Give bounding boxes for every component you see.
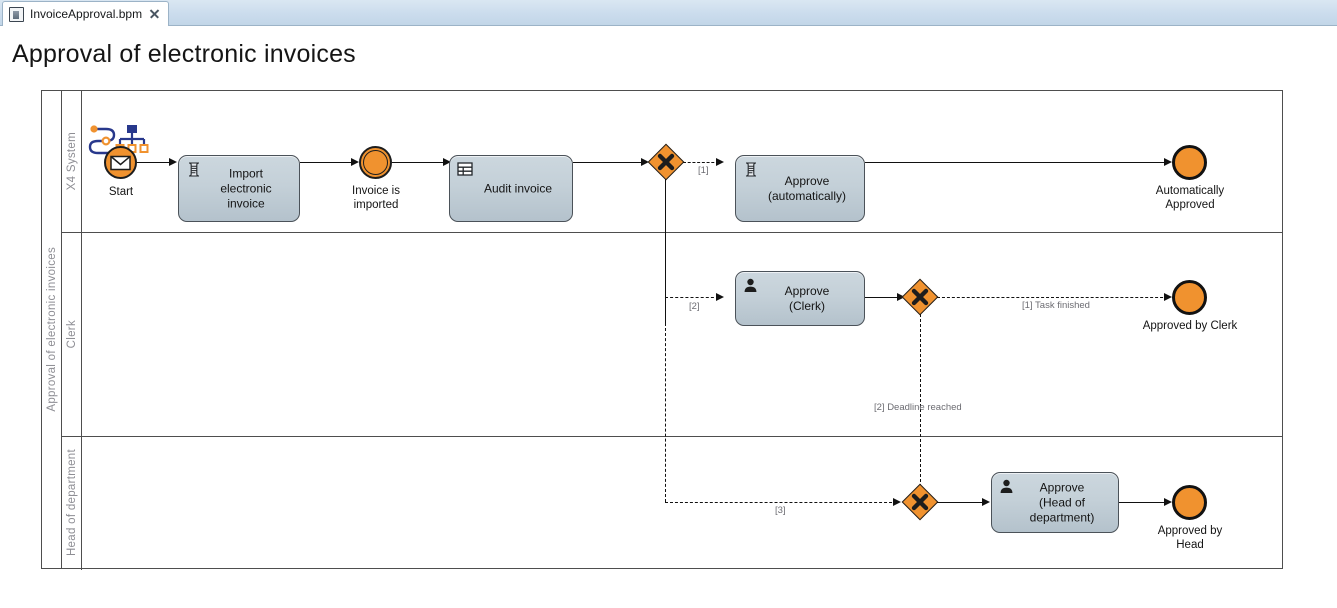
flow-invoice-imported-to-audit: [392, 162, 449, 164]
flow-branch-1: [683, 162, 719, 163]
task-label: Audit invoice: [483, 181, 553, 195]
task-label: Approve (automatically): [767, 173, 847, 203]
task-audit-invoice[interactable]: Audit invoice: [449, 155, 573, 222]
start-event-label: Start: [108, 186, 134, 198]
edge-label-branch-3: [3]: [775, 505, 786, 516]
end-event-label: Approved by Head: [1157, 525, 1223, 551]
flow-start-to-import: [137, 162, 171, 164]
task-approve-clerk[interactable]: Approve (Clerk): [735, 271, 865, 326]
edge-label-task-finished: [1] Task finished: [1022, 300, 1090, 311]
user-icon: [743, 278, 759, 293]
pool-header: Approval of electronic invoices: [42, 91, 62, 568]
script-icon: [743, 162, 759, 177]
task-label: Approve (Clerk): [784, 283, 830, 313]
exclusive-gateway-3[interactable]: [901, 483, 939, 521]
lane-label-head-of-department: Head of department: [65, 449, 78, 557]
lane-header-clerk: Clerk: [62, 232, 82, 436]
exclusive-gateway-2[interactable]: [901, 278, 939, 316]
arrowhead: [1164, 158, 1172, 166]
intermediate-event-label: Invoice is imported: [352, 185, 400, 211]
lane-separator-2: [62, 436, 1282, 437]
arrowhead: [169, 158, 177, 166]
flow-import-to-invoice-imported: [300, 162, 355, 164]
form-icon: [457, 162, 473, 177]
diagram-canvas[interactable]: Approval of electronic invoices Approval…: [0, 26, 1337, 608]
close-icon[interactable]: [148, 8, 160, 20]
arrowhead: [897, 293, 905, 301]
lane-separator-1: [62, 232, 1282, 233]
task-import-electronic-invoice[interactable]: Import electronic invoice: [178, 155, 300, 222]
arrowhead: [982, 498, 990, 506]
arrowhead: [716, 158, 724, 166]
task-approve-head-of-department[interactable]: Approve (Head of department): [991, 472, 1119, 533]
task-approve-automatically[interactable]: Approve (automatically): [735, 155, 865, 222]
edge-label-branch-1: [1]: [698, 165, 709, 176]
flow-gateway-1-trunk-lower: [665, 323, 666, 502]
event-inner-ring: [363, 150, 388, 175]
flow-gateway-1-trunk: [665, 179, 667, 323]
script-icon: [186, 162, 202, 177]
arrowhead: [716, 293, 724, 301]
arrowhead: [641, 158, 649, 166]
flow-gateway-3-to-approve-head: [937, 502, 985, 504]
pool-label: Approval of electronic invoices: [45, 247, 58, 412]
flow-branch-2: [665, 297, 719, 298]
flow-approve-head-to-end: [1119, 502, 1168, 504]
arrowhead: [893, 498, 901, 506]
task-label: Approve (Head of department): [1029, 480, 1095, 524]
flow-branch-3: [665, 502, 897, 503]
lane-header-x4-system: X4 System: [62, 91, 82, 232]
lane-header-head-of-department: Head of department: [62, 436, 82, 570]
flow-task-finished: [937, 297, 1168, 298]
x-icon: [911, 493, 929, 511]
arrowhead: [443, 158, 451, 166]
flow-approve-clerk-to-gateway-2: [865, 297, 901, 299]
user-icon: [999, 479, 1015, 494]
editor-tab-invoiceapproval[interactable]: InvoiceApproval.bpm: [2, 1, 170, 26]
lane-label-x4-system: X4 System: [65, 132, 78, 191]
lane-label-clerk: Clerk: [65, 319, 78, 349]
arrowhead: [351, 158, 359, 166]
start-event[interactable]: [104, 146, 137, 179]
editor-tab-bar: InvoiceApproval.bpm: [0, 0, 1337, 26]
exclusive-gateway-1[interactable]: [647, 143, 685, 181]
edge-label-branch-2: [2]: [689, 301, 700, 312]
edge-label-deadline-reached: [2] Deadline reached: [874, 402, 962, 413]
file-icon: [9, 6, 24, 22]
flow-audit-to-gateway-1: [573, 162, 645, 164]
flow-deadline-reached: [920, 314, 921, 492]
end-event-automatically-approved[interactable]: [1172, 145, 1207, 180]
arrowhead: [1164, 293, 1172, 301]
end-event-label: Automatically Approved: [1155, 185, 1225, 211]
x-icon: [911, 288, 929, 306]
intermediate-event-invoice-imported[interactable]: [359, 146, 392, 179]
end-event-approved-by-clerk[interactable]: [1172, 280, 1207, 315]
end-event-approved-by-head[interactable]: [1172, 485, 1207, 520]
page-title: Approval of electronic invoices: [12, 40, 356, 68]
task-label: Import electronic invoice: [220, 166, 272, 210]
x-icon: [657, 153, 675, 171]
end-event-label: Approved by Clerk: [1142, 320, 1238, 332]
editor-tab-label: InvoiceApproval.bpm: [30, 7, 143, 21]
flow-approve-auto-to-end: [865, 162, 1168, 164]
arrowhead: [1164, 498, 1172, 506]
